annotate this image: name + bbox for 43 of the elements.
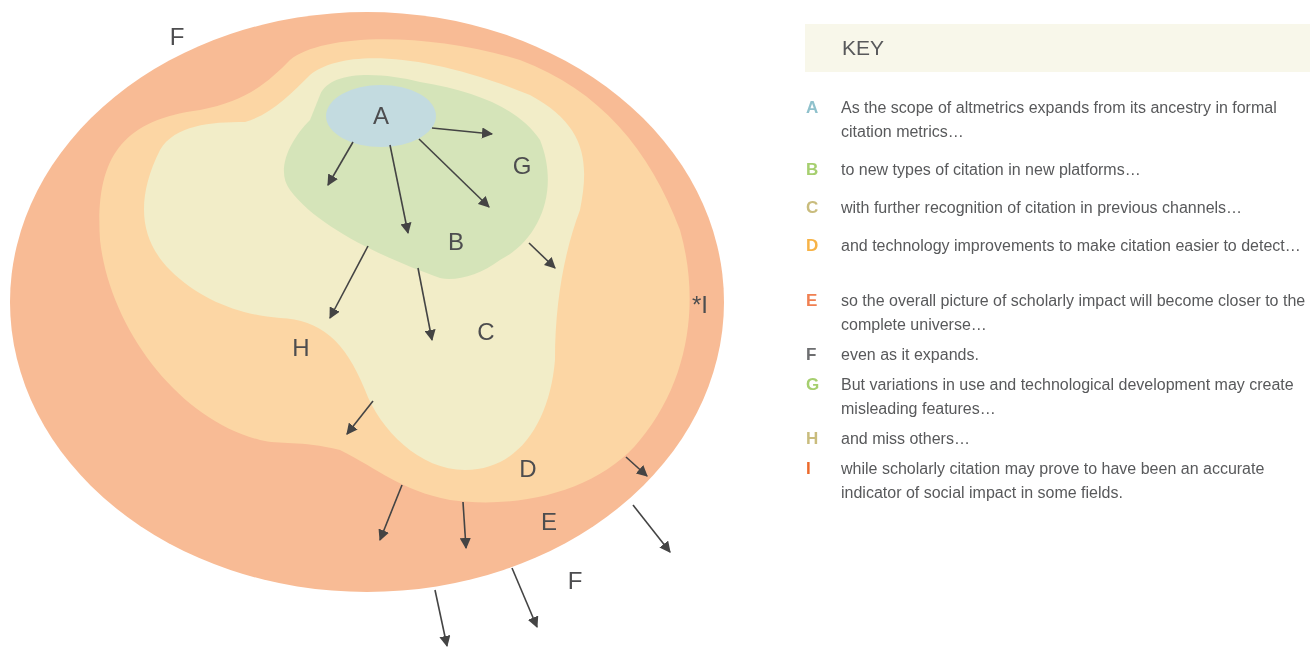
region-letter: *I <box>692 293 708 317</box>
arrow <box>378 484 403 542</box>
key-description: and miss others… <box>841 429 971 449</box>
arrow <box>417 267 436 342</box>
key-letter: D <box>806 235 819 257</box>
key-letter: I <box>806 458 811 480</box>
key-description: and technology improvements to make citation easier to detect… <box>841 236 1302 256</box>
key-letter: F <box>806 344 817 366</box>
arrow <box>431 127 494 139</box>
arrow <box>346 400 374 435</box>
key-description: even as it expands. <box>841 345 980 365</box>
region-letter: H <box>292 336 310 360</box>
arrow <box>327 141 354 186</box>
arrow <box>434 589 451 648</box>
arrow <box>389 144 412 235</box>
key-description: with further recognition of citation in previous channels… <box>841 198 1244 218</box>
region-letter: F <box>567 569 583 593</box>
arrow <box>625 456 648 477</box>
region-letter: E <box>541 510 557 534</box>
arrow <box>329 245 369 319</box>
key-description: But variations in use and technological development may create misleading features… <box>841 375 1295 419</box>
region-letter: A <box>373 104 389 128</box>
region-letter: B <box>448 230 464 254</box>
key-letter: A <box>806 97 819 119</box>
key-heading: KEY <box>805 24 1310 72</box>
region-letter: C <box>477 320 495 344</box>
key-letter: C <box>806 197 819 219</box>
key-description: while scholarly citation may prove to have been an accurate indicator of social impact in some fields. <box>841 459 1266 503</box>
region-letter: G <box>512 154 532 178</box>
key-letter: G <box>806 374 820 396</box>
key-letter: E <box>806 290 818 312</box>
arrow <box>459 501 471 550</box>
region-letter: F <box>169 25 185 49</box>
key-description: so the overall picture of scholarly impact will become closer to the complete universe… <box>841 291 1306 335</box>
arrow <box>511 567 539 629</box>
region-letter: D <box>519 457 537 481</box>
arrow <box>528 242 556 269</box>
arrow <box>418 138 490 208</box>
key-letter: B <box>806 159 819 181</box>
arrow <box>632 504 671 553</box>
key-letter: H <box>806 428 819 450</box>
key-description: to new types of citation in new platforms… <box>841 160 1142 180</box>
key-description: As the scope of altmetrics expands from its ancestry in formal citation metrics… <box>841 98 1278 142</box>
